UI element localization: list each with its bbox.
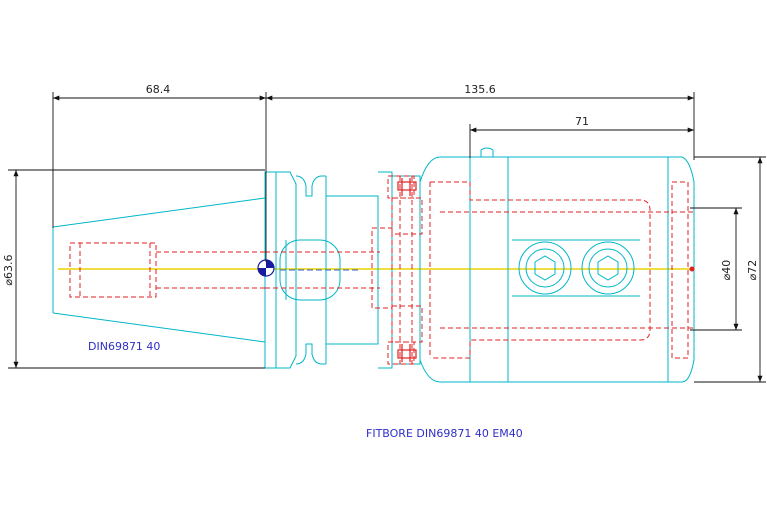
dim-body-length: 71	[575, 115, 589, 128]
taper-standard-label: DIN69871 40	[88, 340, 160, 353]
dim-taper-length: 68.4	[146, 83, 171, 96]
dim-bore-diameter: ⌀40	[720, 260, 733, 281]
dim-overall-length: 135.6	[464, 83, 496, 96]
hidden-lines	[69, 175, 694, 365]
tool-tip-point	[689, 266, 695, 272]
dim-body-diameter: ⌀72	[746, 260, 759, 281]
gauge-point-marker	[257, 259, 275, 277]
holder-designation-label: FITBORE DIN69871 40 EM40	[366, 427, 523, 440]
center-axis	[58, 268, 694, 271]
dim-flange-diameter: ⌀63.6	[2, 254, 15, 285]
dimension-lines	[8, 92, 766, 383]
clamp-details	[397, 178, 417, 362]
